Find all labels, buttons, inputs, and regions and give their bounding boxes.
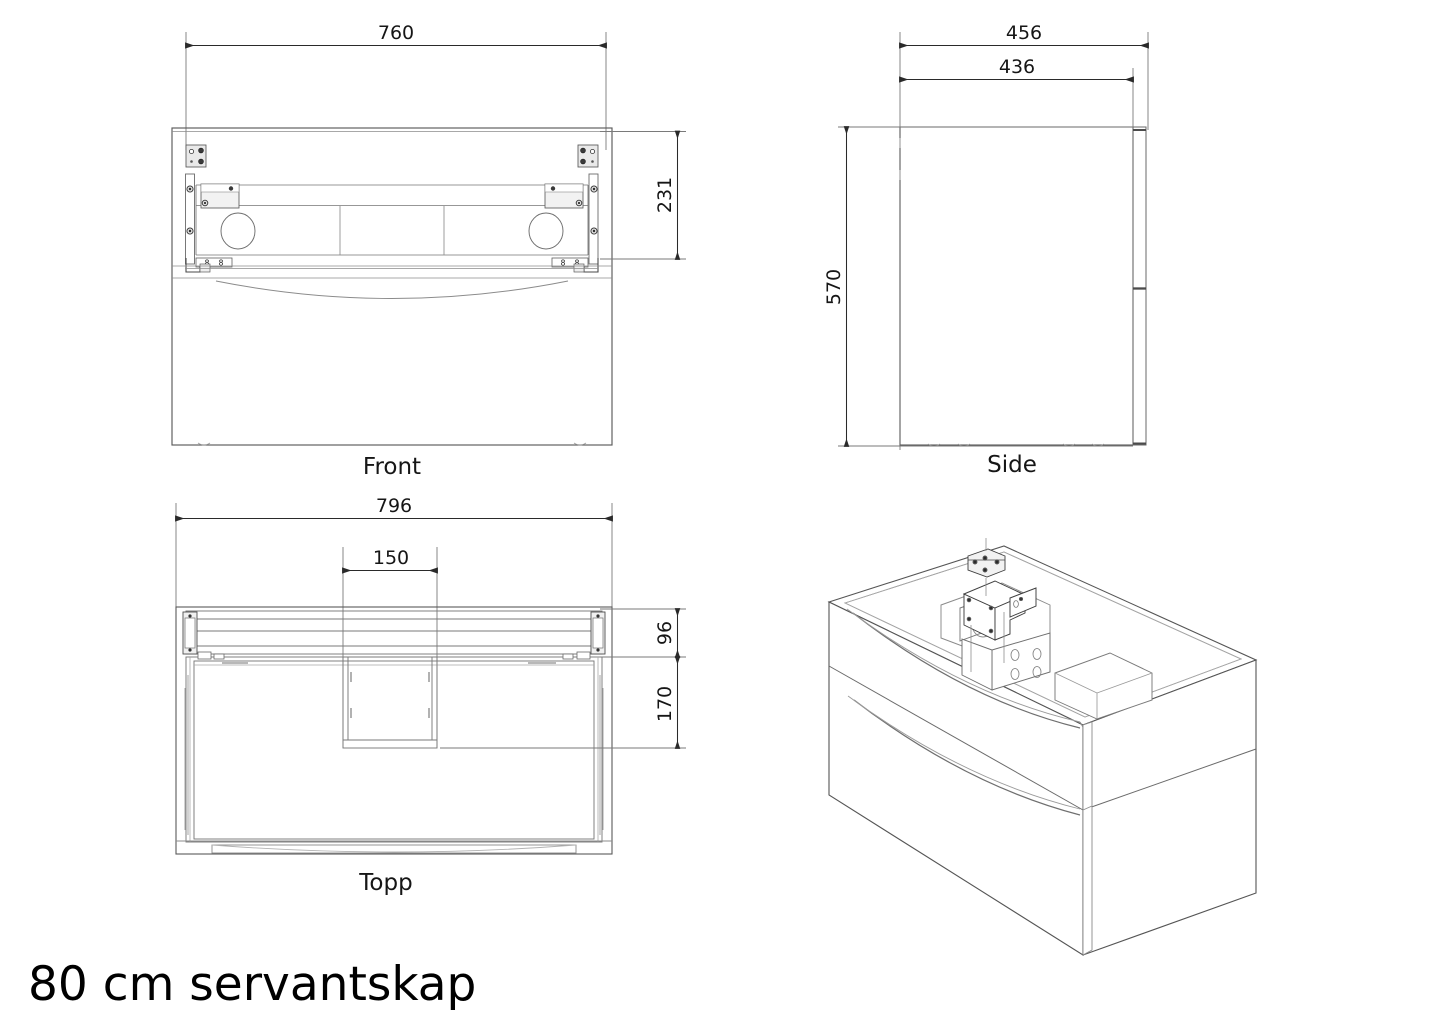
topp-runner-right	[590, 611, 606, 655]
dimension-label-top-width: 796	[376, 495, 412, 517]
dimension-label-side-depth-outer: 456	[1006, 22, 1042, 44]
dimension-label-front-drawer-height: 231	[654, 177, 676, 213]
view-label-topp: Topp	[358, 870, 412, 896]
front-bottom-fitting-left: 8 8	[185, 257, 233, 273]
front-runner-block-left	[200, 183, 240, 209]
front-bottom-fitting-right: 8 8	[551, 257, 599, 273]
fitting-mark: 8	[575, 259, 580, 268]
iso-bracket-plate	[962, 580, 1037, 641]
dimension-label-front-width: 760	[378, 22, 414, 44]
drawing-title: 80 cm servantskap	[28, 957, 476, 1012]
dimension-label-side-height: 570	[823, 269, 845, 305]
dimension-label-side-depth-inner: 436	[999, 56, 1035, 78]
isometric-view	[827, 538, 1258, 956]
view-label-front: Front	[363, 454, 421, 480]
dimension-label-top-front-band: 96	[654, 621, 676, 645]
fitting-mark: 8	[219, 259, 224, 268]
front-corner-bracket-right	[577, 144, 599, 168]
front-view: 8 8 8 8	[171, 32, 686, 446]
dimension-label-top-cutout-depth: 170	[654, 686, 676, 722]
topp-runner-left	[182, 611, 198, 655]
side-view	[838, 32, 1149, 450]
fitting-mark: 8	[561, 259, 566, 268]
topp-view	[175, 503, 686, 855]
front-runner-block-right	[544, 183, 584, 209]
front-corner-bracket-left	[185, 144, 207, 168]
iso-wall-bracket	[967, 548, 1006, 578]
dimension-label-top-cutout-width: 150	[373, 547, 409, 569]
fitting-mark: 8	[205, 259, 210, 268]
view-label-side: Side	[987, 452, 1037, 478]
